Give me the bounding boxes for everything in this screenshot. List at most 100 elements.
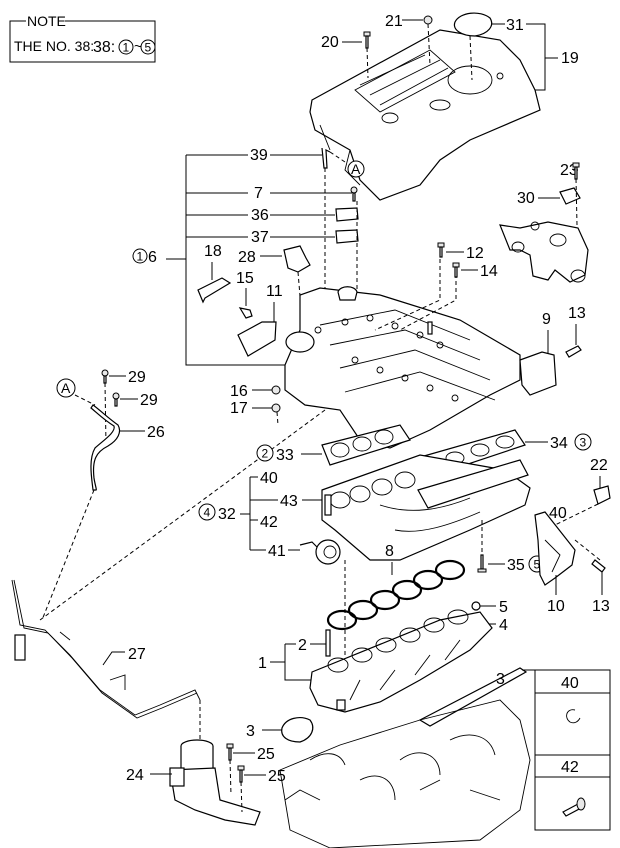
note-range-sep: ~ <box>134 38 142 54</box>
callout-2: 2 <box>298 637 307 654</box>
callout-10: 10 <box>547 598 565 615</box>
stud-2-part[interactable] <box>325 629 331 657</box>
callout-26: 26 <box>147 424 165 441</box>
bracket-11-part[interactable] <box>237 321 277 357</box>
bolt-25a-part[interactable] <box>226 743 234 761</box>
harness-27-part[interactable] <box>11 579 201 719</box>
sensor-22-part[interactable] <box>593 485 611 505</box>
callout-32: 32 <box>218 506 236 523</box>
gasket-33-part[interactable] <box>321 424 411 466</box>
callout-8: 8 <box>385 543 394 560</box>
dashed-guide <box>399 274 457 331</box>
callout-13b: 13 <box>592 598 610 615</box>
pipe-26-part[interactable] <box>90 404 121 491</box>
bracket-18-part[interactable] <box>197 277 232 304</box>
bolt-12-part[interactable] <box>437 242 445 258</box>
callout-25a: 25 <box>257 746 275 763</box>
note-box: NOTE THE NO. 38: 38: 1 ~ 5 <box>9 13 156 63</box>
callout-24: 24 <box>126 767 144 784</box>
coolant-outlet-part[interactable] <box>499 221 589 283</box>
callout-33-badge <box>256 444 274 462</box>
callout-20: 20 <box>321 34 339 51</box>
callout-1: 1 <box>258 655 267 672</box>
callout-18: 18 <box>204 243 222 260</box>
bolt-29a-part[interactable] <box>101 369 109 384</box>
bracket-9-part[interactable] <box>519 351 557 396</box>
callout-33-badge-num: 2 <box>262 447 269 461</box>
callout-9: 9 <box>542 311 551 328</box>
callout-13a: 13 <box>568 305 586 322</box>
note-title: NOTE <box>27 13 66 29</box>
nut-5-part[interactable] <box>471 601 481 611</box>
callout-6: 6 <box>148 249 157 266</box>
callout-34: 34 <box>550 435 568 452</box>
callout-27: 27 <box>128 646 146 663</box>
dashed-guide <box>366 47 369 79</box>
callout-4: 4 <box>499 617 508 634</box>
callout-28: 28 <box>238 249 256 266</box>
note-range-end: 5 <box>145 41 152 55</box>
bolt-20-part[interactable] <box>363 31 371 49</box>
callout-22: 22 <box>590 457 608 474</box>
bracket-1 <box>270 643 318 681</box>
engine-cover-part[interactable] <box>309 29 541 201</box>
nut-16-part[interactable] <box>271 385 281 395</box>
valve-41-part[interactable] <box>299 539 341 565</box>
bolt-13b-part[interactable] <box>591 559 606 573</box>
ref-a-top-label: A <box>351 161 361 177</box>
bolt-washer-icon <box>562 797 586 817</box>
callout-5: 5 <box>499 599 508 616</box>
upper-intake-manifold-part[interactable] <box>284 286 521 449</box>
dashed-guide <box>276 411 279 426</box>
nut-17-part[interactable] <box>271 403 281 413</box>
oil-cap-part[interactable] <box>453 12 493 37</box>
callout-7: 7 <box>254 185 263 202</box>
engine-block-part <box>279 699 531 848</box>
callout-33: 33 <box>276 447 294 464</box>
bolt-14-part[interactable] <box>452 262 460 278</box>
bolt-13a-part[interactable] <box>565 345 582 358</box>
dashed-guide <box>104 382 107 446</box>
sensor-30-part[interactable] <box>559 187 581 205</box>
screw-7-part[interactable] <box>350 186 358 202</box>
dashed-guide <box>469 35 473 81</box>
gasket-8-part[interactable] <box>326 559 466 631</box>
callout-42: 42 <box>260 514 278 531</box>
note-number: 38: <box>93 39 115 56</box>
callout-35-badge-num: 5 <box>534 558 541 572</box>
callout-34-badge-num: 3 <box>580 436 587 450</box>
bolt-15-part[interactable] <box>238 307 253 319</box>
callout-40b: 40 <box>549 505 567 522</box>
gasket-3a-part[interactable] <box>281 717 314 743</box>
callout-36: 36 <box>251 207 269 224</box>
callout-31: 31 <box>506 17 524 34</box>
note-text: THE NO. 38: <box>14 38 94 54</box>
callout-29b: 29 <box>140 392 158 409</box>
ref-a-top[interactable] <box>347 160 365 178</box>
sensor-28-part[interactable] <box>283 245 311 273</box>
e-clip-icon <box>566 709 581 724</box>
pin-39-part[interactable] <box>321 147 331 169</box>
callout-17: 17 <box>230 400 248 417</box>
bolt-29b-part[interactable] <box>112 392 120 407</box>
lower-intake-manifold-part[interactable] <box>309 609 493 713</box>
callout-43: 43 <box>280 493 298 510</box>
callout-6-badge <box>132 248 148 264</box>
legend-row-40-number: 40 <box>561 675 579 692</box>
gasket-3b-part[interactable] <box>418 667 528 727</box>
ref-a-left[interactable] <box>56 378 76 398</box>
nut-21-part[interactable] <box>423 15 433 25</box>
dashed-guide <box>554 503 599 526</box>
bracket-10-part[interactable] <box>534 511 576 586</box>
bolt-35-part[interactable] <box>477 554 487 573</box>
callout-21: 21 <box>385 13 403 30</box>
legend-row-42-number: 42 <box>561 759 579 776</box>
bolt-25b-part[interactable] <box>237 765 245 783</box>
callout-16: 16 <box>230 383 248 400</box>
callout-25b: 25 <box>268 768 286 785</box>
gasket-36-part[interactable] <box>335 207 359 222</box>
gasket-37-part[interactable] <box>335 229 359 244</box>
lower-plenum-part[interactable] <box>321 454 531 561</box>
valve-24-part[interactable] <box>169 739 261 826</box>
